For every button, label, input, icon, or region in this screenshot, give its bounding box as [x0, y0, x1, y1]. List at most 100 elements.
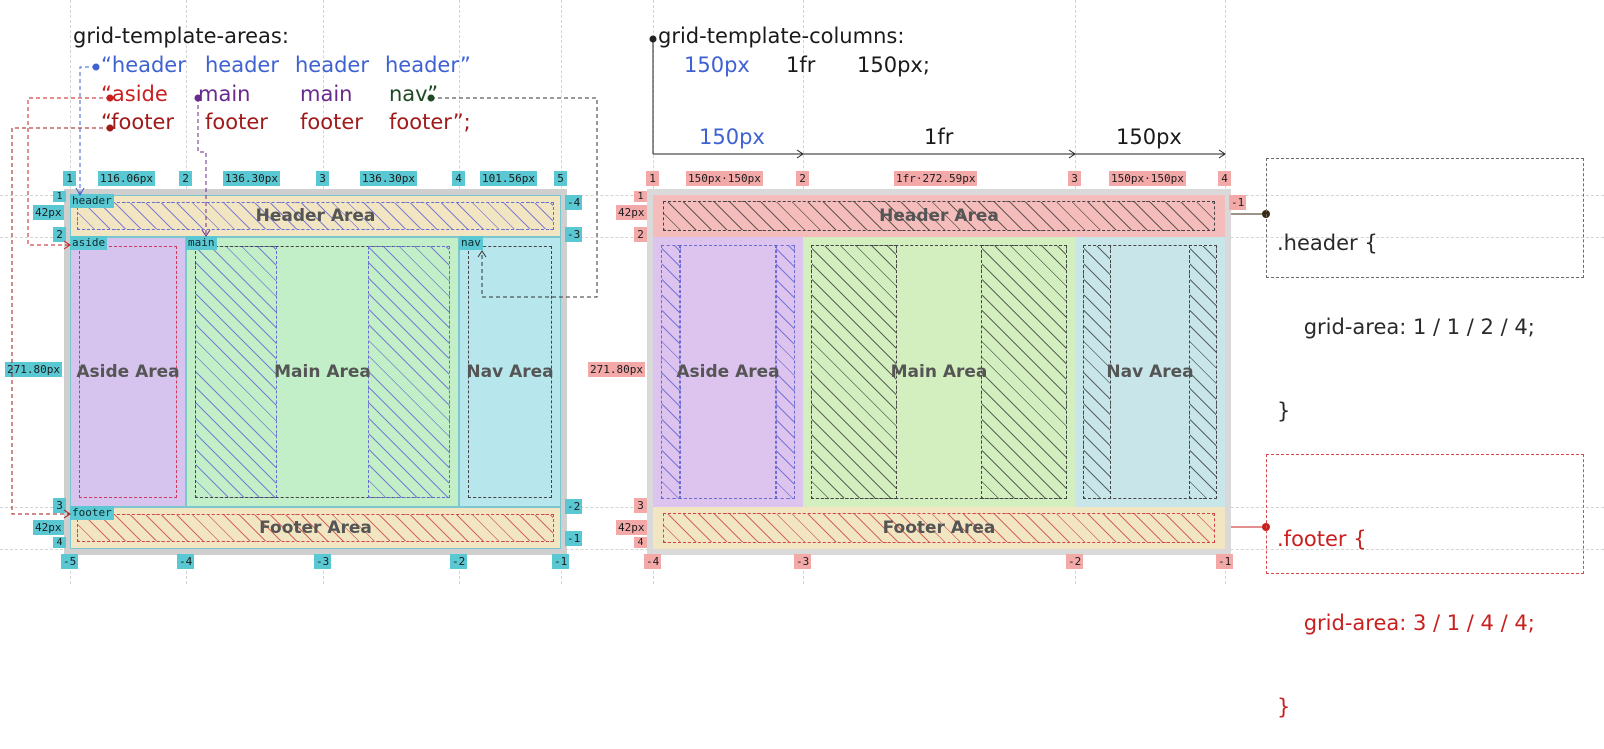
col-line-neg: -1 — [1216, 554, 1234, 569]
col-line-neg: -2 — [450, 554, 468, 569]
areas-row1-token: header — [295, 53, 369, 77]
col-line-number: 2 — [179, 171, 192, 186]
col-size-tag: 101.56px — [480, 171, 537, 186]
dot-header — [92, 63, 100, 71]
columns-value: 1fr — [786, 53, 816, 77]
areas-row2-token: “aside — [101, 82, 168, 106]
col-line-neg: -5 — [61, 554, 79, 569]
col-line-number: 2 — [796, 171, 809, 186]
right-nav-area: Nav Area — [1075, 237, 1225, 507]
areas-row3-token: footer”; — [389, 110, 471, 134]
right-main-label: Main Area — [890, 362, 988, 382]
col-size-tag: 136.30px — [223, 171, 280, 186]
areas-row1-token: header” — [385, 53, 471, 77]
left-main-hatch-left — [195, 246, 277, 498]
row-size-tag: 42px — [616, 520, 647, 535]
track-arrow-1 — [653, 149, 804, 159]
right-main-hatch-right — [981, 245, 1067, 499]
right-aside-label: Aside Area — [676, 362, 780, 382]
columns-code-title: grid-template-columns: — [658, 24, 905, 48]
row-size-tag: 42px — [33, 520, 64, 535]
right-header-hatch — [663, 201, 1215, 231]
col-line-neg: -3 — [794, 554, 812, 569]
row-line-number: 4 — [53, 537, 66, 548]
right-aside-area: Aside Area — [653, 237, 803, 507]
left-footer-area: Footer Area — [70, 507, 561, 549]
right-main-hatch-left — [811, 245, 897, 499]
row-line-neg: -2 — [565, 499, 583, 514]
row-line-number: 3 — [53, 498, 66, 513]
col-line-neg: -4 — [177, 554, 195, 569]
right-aside-hatch-right — [775, 245, 795, 499]
row-line-number: 1 — [634, 191, 647, 202]
track-arrow-3 — [1075, 149, 1226, 159]
columns-value: 150px; — [857, 53, 930, 77]
footer-rule-close: } — [1277, 695, 1291, 719]
left-footer-label: Footer Area — [259, 518, 372, 538]
row-line-number: 1 — [53, 191, 66, 202]
left-main-label: Main Area — [274, 362, 371, 382]
row-line-neg: -1 — [1229, 195, 1247, 210]
left-aside-area: Aside Area — [70, 237, 186, 507]
right-nav-hatch-left — [1083, 245, 1111, 499]
area-tag-aside: aside — [70, 236, 108, 250]
right-footer-hatch — [663, 513, 1215, 543]
right-main-area: Main Area — [803, 237, 1075, 507]
col-line-number: 3 — [316, 171, 329, 186]
areas-row3-token: footer — [205, 110, 268, 134]
areas-row2-token: main — [300, 82, 353, 106]
areas-row2-token: nav” — [389, 82, 439, 106]
row-line-neg: -1 — [565, 531, 583, 546]
col-line-neg: -2 — [1066, 554, 1084, 569]
header-rule-declaration: grid-area: 1 / 1 / 2 / 4; — [1277, 315, 1535, 339]
row-size-tag: 42px — [616, 205, 647, 220]
left-footer-hatch — [77, 514, 554, 542]
right-aside-hatch-left — [661, 245, 681, 499]
row-size-tag: 271.80px — [588, 362, 645, 377]
right-footer-label: Footer Area — [882, 518, 996, 538]
right-nav-inner — [1083, 245, 1217, 499]
right-header-label: Header Area — [879, 206, 999, 226]
area-tag-footer: footer — [70, 506, 114, 520]
area-tag-nav: nav — [459, 236, 483, 250]
header-rule-box: .header { grid-area: 1 / 1 / 2 / 4; } — [1266, 158, 1584, 423]
track-label: 150px — [699, 125, 765, 149]
connector-header — [79, 66, 96, 194]
row-line-number: 3 — [634, 498, 647, 513]
left-aside-label: Aside Area — [76, 362, 180, 382]
areas-row3-token: footer — [300, 110, 363, 134]
col-size-tag: 1fr·272.59px — [894, 171, 978, 186]
col-line-neg: -3 — [314, 554, 332, 569]
area-tag-main: main — [186, 236, 217, 250]
col-line-neg: -1 — [552, 554, 570, 569]
col-line-number: 3 — [1068, 171, 1081, 186]
footer-rule-box: .footer { grid-area: 3 / 1 / 4 / 4; } — [1266, 454, 1584, 719]
left-header-area: Header Area — [70, 195, 561, 237]
left-nav-label: Nav Area — [466, 362, 554, 382]
footer-rule-declaration: grid-area: 3 / 1 / 4 / 4; — [1277, 611, 1535, 635]
row-line-number: 2 — [634, 227, 647, 242]
col-line-number: 4 — [1218, 171, 1231, 186]
row-size-tag: 271.80px — [5, 362, 62, 377]
row-line-number: 2 — [53, 227, 66, 242]
track-label: 150px — [1116, 125, 1182, 149]
left-nav-area: Nav Area — [459, 237, 561, 507]
track-arrow-2 — [803, 149, 1076, 159]
col-size-tag: 136.30px — [360, 171, 417, 186]
left-header-label: Header Area — [255, 206, 376, 226]
left-main-area: Main Area — [186, 237, 459, 507]
areas-row1-token: header — [205, 53, 279, 77]
col-size-tag: 150px·150px — [686, 171, 763, 186]
areas-row3-token: “footer — [101, 110, 175, 134]
right-footer-area: Footer Area — [653, 507, 1225, 549]
right-nav-label: Nav Area — [1106, 362, 1194, 382]
areas-row1-token: “header — [101, 53, 186, 77]
header-rule-selector: .header { — [1277, 231, 1378, 255]
row-line-number: 4 — [634, 537, 647, 548]
areas-row2-token: main — [198, 82, 251, 106]
right-aside-inner — [679, 245, 777, 499]
header-rule-close: } — [1277, 399, 1291, 423]
right-header-area: Header Area — [653, 195, 1225, 237]
col-line-number: 1 — [63, 171, 76, 186]
row-line-neg: -4 — [565, 195, 583, 210]
